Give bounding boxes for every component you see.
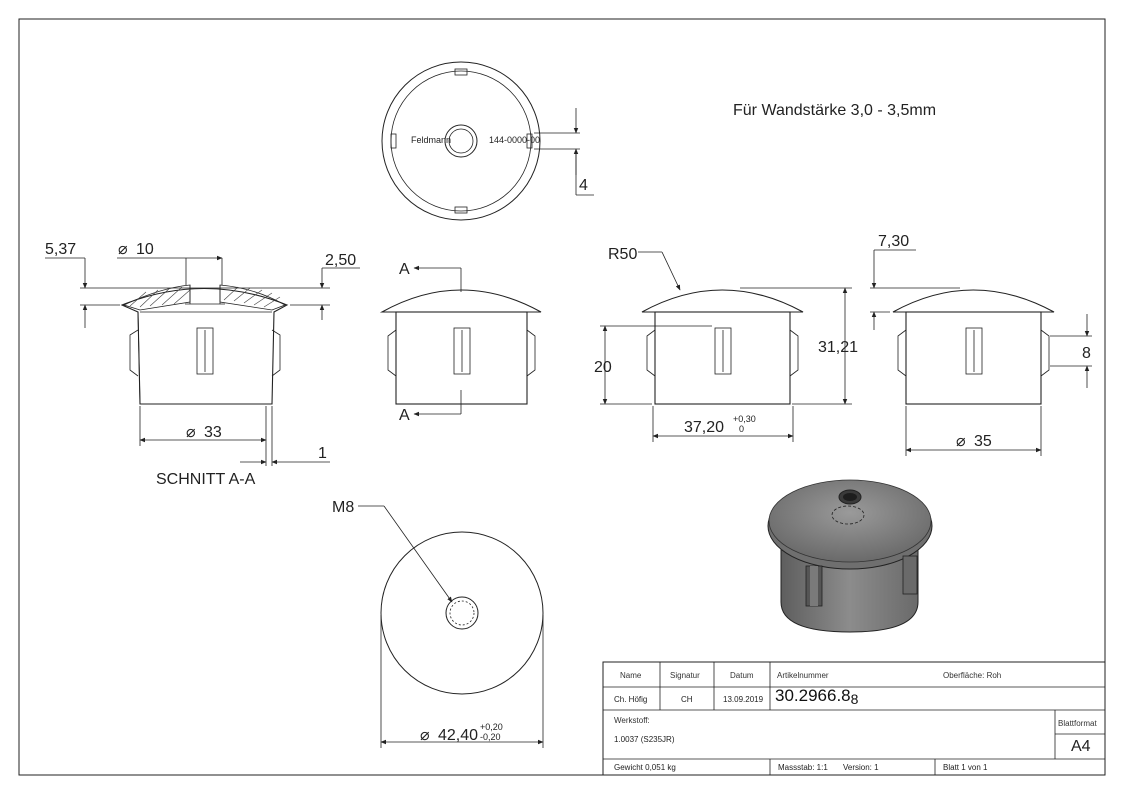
diameter-symbol-d33: ⌀ (186, 424, 196, 441)
blatt: Blatt 1 von 1 (943, 763, 988, 772)
massstab: Massstab: 1:1 (778, 763, 828, 772)
value-signatur: CH (681, 695, 693, 704)
dim-5-37: 5,37 (45, 241, 76, 258)
dim-31-21: 31,21 (818, 339, 858, 356)
dim-7-30: 7,30 (878, 233, 909, 250)
dim-d35: 35 (974, 433, 992, 450)
hdr-name: Name (620, 671, 642, 680)
tol-42-40-upper: +0,20 (480, 722, 503, 732)
thread-m8: M8 (332, 499, 354, 516)
version: Version: 1 (843, 763, 879, 772)
side-view: R50 20 31,21 37,20 +0,30 0 (594, 246, 858, 442)
diameter-symbol-d4240: ⌀ (420, 727, 430, 744)
hdr-signatur: Signatur (670, 671, 700, 680)
artikelnummer-label: Artikelnummer (777, 671, 829, 680)
blattformat-label: Blattformat (1058, 719, 1097, 728)
dim-2-50: 2,50 (325, 252, 356, 269)
oberflaeche: Oberfläche: Roh (943, 671, 1001, 680)
value-name: Ch. Höfig (614, 695, 647, 704)
werkstoff-value: 1.0037 (S235JR) (614, 735, 675, 744)
werkstoff-label: Werkstoff: (614, 716, 650, 725)
dim-20: 20 (594, 359, 612, 376)
diameter-symbol-d10: ⌀ (118, 241, 128, 258)
dim-width-4: 4 (579, 177, 588, 194)
value-datum: 13.09.2019 (723, 695, 764, 704)
dim-r50: R50 (608, 246, 637, 263)
dim-1: 1 (318, 445, 327, 462)
title-block: Name Signatur Datum Ch. Höfig CH 13.09.2… (602, 661, 1106, 776)
bottom-view: M8 ⌀ 42,40 +0,20 -0,20 (332, 499, 544, 748)
dim-8: 8 (1082, 345, 1091, 362)
dim-d33: 33 (204, 424, 222, 441)
tol-37-20-lower: 0 (739, 424, 744, 434)
top-view: Feldmann 144-0000-00 4 (381, 61, 594, 221)
diameter-symbol-d35: ⌀ (956, 433, 966, 450)
drawing-frame (18, 18, 1106, 776)
section-view: 5,37 ⌀ 10 2,50 ⌀ 33 1 SCHNITT A-A (45, 241, 360, 488)
tol-37-20-upper: +0,30 (733, 414, 756, 424)
hdr-datum: Datum (730, 671, 754, 680)
section-marker-bottom: A (399, 407, 410, 424)
artikelnummer-value: 30.2966.88 (775, 686, 859, 707)
blattformat-value: A4 (1071, 738, 1091, 755)
engraving-right: 144-0000-00 (489, 135, 540, 145)
side-view-2: 7,30 8 ⌀ 35 (870, 233, 1092, 456)
isometric-view (767, 479, 933, 633)
front-view: A A (379, 261, 542, 424)
section-label: SCHNITT A-A (156, 471, 256, 488)
wall-thickness-note: Für Wandstärke 3,0 - 3,5mm (733, 102, 936, 119)
tol-42-40-lower: -0,20 (480, 732, 501, 742)
gewicht: Gewicht 0,051 kg (614, 763, 676, 772)
dim-d10: 10 (136, 241, 154, 258)
section-marker-top: A (399, 261, 410, 278)
dim-d42-40: 42,40 (438, 727, 478, 744)
dim-37-20: 37,20 (684, 419, 724, 436)
engraving-left: Feldmann (411, 135, 451, 145)
